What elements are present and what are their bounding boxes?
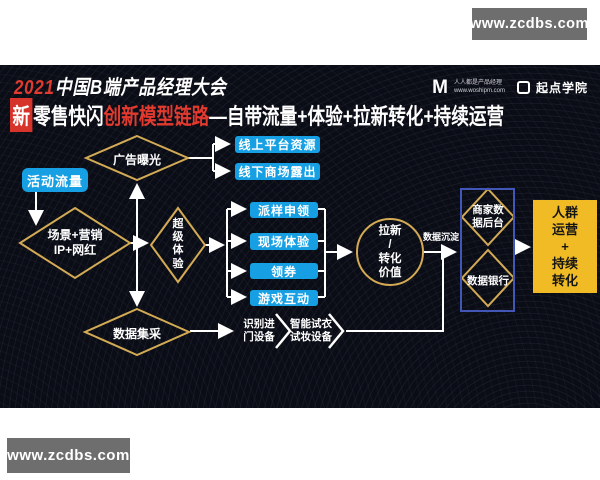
title-text: 中国B端产品经理大会	[54, 77, 227, 99]
diamond-scene	[18, 206, 132, 280]
woshipm-url: www.woshipm.com	[453, 88, 505, 94]
partner-logos: M 人人都是产品经理 www.woshipm.com 起点学院	[432, 78, 588, 97]
diamond-merchant-backend	[460, 187, 516, 247]
label-entry-device: 识别进 门设备	[243, 318, 275, 343]
subtitle-white-1: 零售快闪	[33, 104, 104, 129]
diamond-data-collect	[82, 307, 192, 357]
title-year: 2021	[14, 77, 55, 99]
subtitle-white-2: —自带流量+体验+拉新转化+持续运营	[209, 104, 505, 129]
node-crowd-operation: 人群 运营 + 持续 转化	[533, 200, 597, 293]
diamond-ad-exposure	[83, 134, 191, 182]
slide-canvas: 2021中国B端产品经理大会 M 人人都是产品经理 www.woshipm.co…	[0, 65, 600, 408]
woshipm-name: 人人都是产品经理	[453, 80, 502, 87]
circle-value	[356, 218, 424, 286]
node-game-interaction: 游戏互动	[250, 290, 318, 306]
node-online-platform: 线上平台资源	[235, 136, 320, 153]
label-value-circle: 拉新 / 转化 价值	[378, 225, 402, 280]
node-traffic: 活动流量	[22, 168, 88, 192]
slide-subtitle: 新 零售快闪 创新模型链路 —自带流量+体验+拉新转化+持续运营	[10, 98, 504, 132]
watermark-link-bottom[interactable]: www.zcdbs.com	[7, 438, 130, 473]
node-coupon: 领券	[250, 263, 318, 279]
wire-right-bracket	[318, 208, 326, 298]
chevron-icon-1	[275, 313, 292, 349]
wire-device-merge	[346, 255, 444, 332]
node-offline-mall: 线下商场露出	[235, 163, 320, 180]
label-merchant-backend: 商家数 据后台	[472, 204, 504, 229]
label-super-experience: 超 级 体 验	[172, 218, 184, 270]
flow-connectors	[18, 134, 531, 357]
subtitle-red: 创新模型链路	[103, 104, 210, 129]
qidian-name: 起点学院	[535, 81, 588, 95]
label-data-sediment: 数据沉淀	[422, 232, 459, 242]
diamond-data-bank	[460, 248, 516, 308]
label-data-bank: 数据银行	[467, 275, 509, 287]
subtitle-highlight-block: 新	[10, 98, 33, 132]
woshipm-logo-text: 人人都是产品经理 www.woshipm.com	[454, 80, 505, 94]
qidian-logo-icon	[516, 81, 530, 94]
label-scene: 场景+营销 IP+网红	[47, 228, 103, 257]
node-onsite-experience: 现场体验	[250, 233, 318, 250]
label-data-collect: 数据集采	[112, 327, 161, 341]
conference-title: 2021中国B端产品经理大会	[14, 71, 226, 100]
node-sampling: 派样申领	[250, 202, 318, 218]
diamond-super-experience	[149, 206, 207, 284]
label-fitting-device: 智能试衣 试妆设备	[290, 318, 332, 343]
wire-ad-branch	[188, 144, 214, 171]
data-container-outline	[460, 188, 515, 312]
woshipm-logo-icon: M	[432, 77, 448, 98]
chevron-icon-2	[328, 313, 345, 349]
watermark-link-top[interactable]: www.zcdbs.com	[470, 8, 588, 40]
label-ad-exposure: 广告曝光	[112, 153, 161, 167]
